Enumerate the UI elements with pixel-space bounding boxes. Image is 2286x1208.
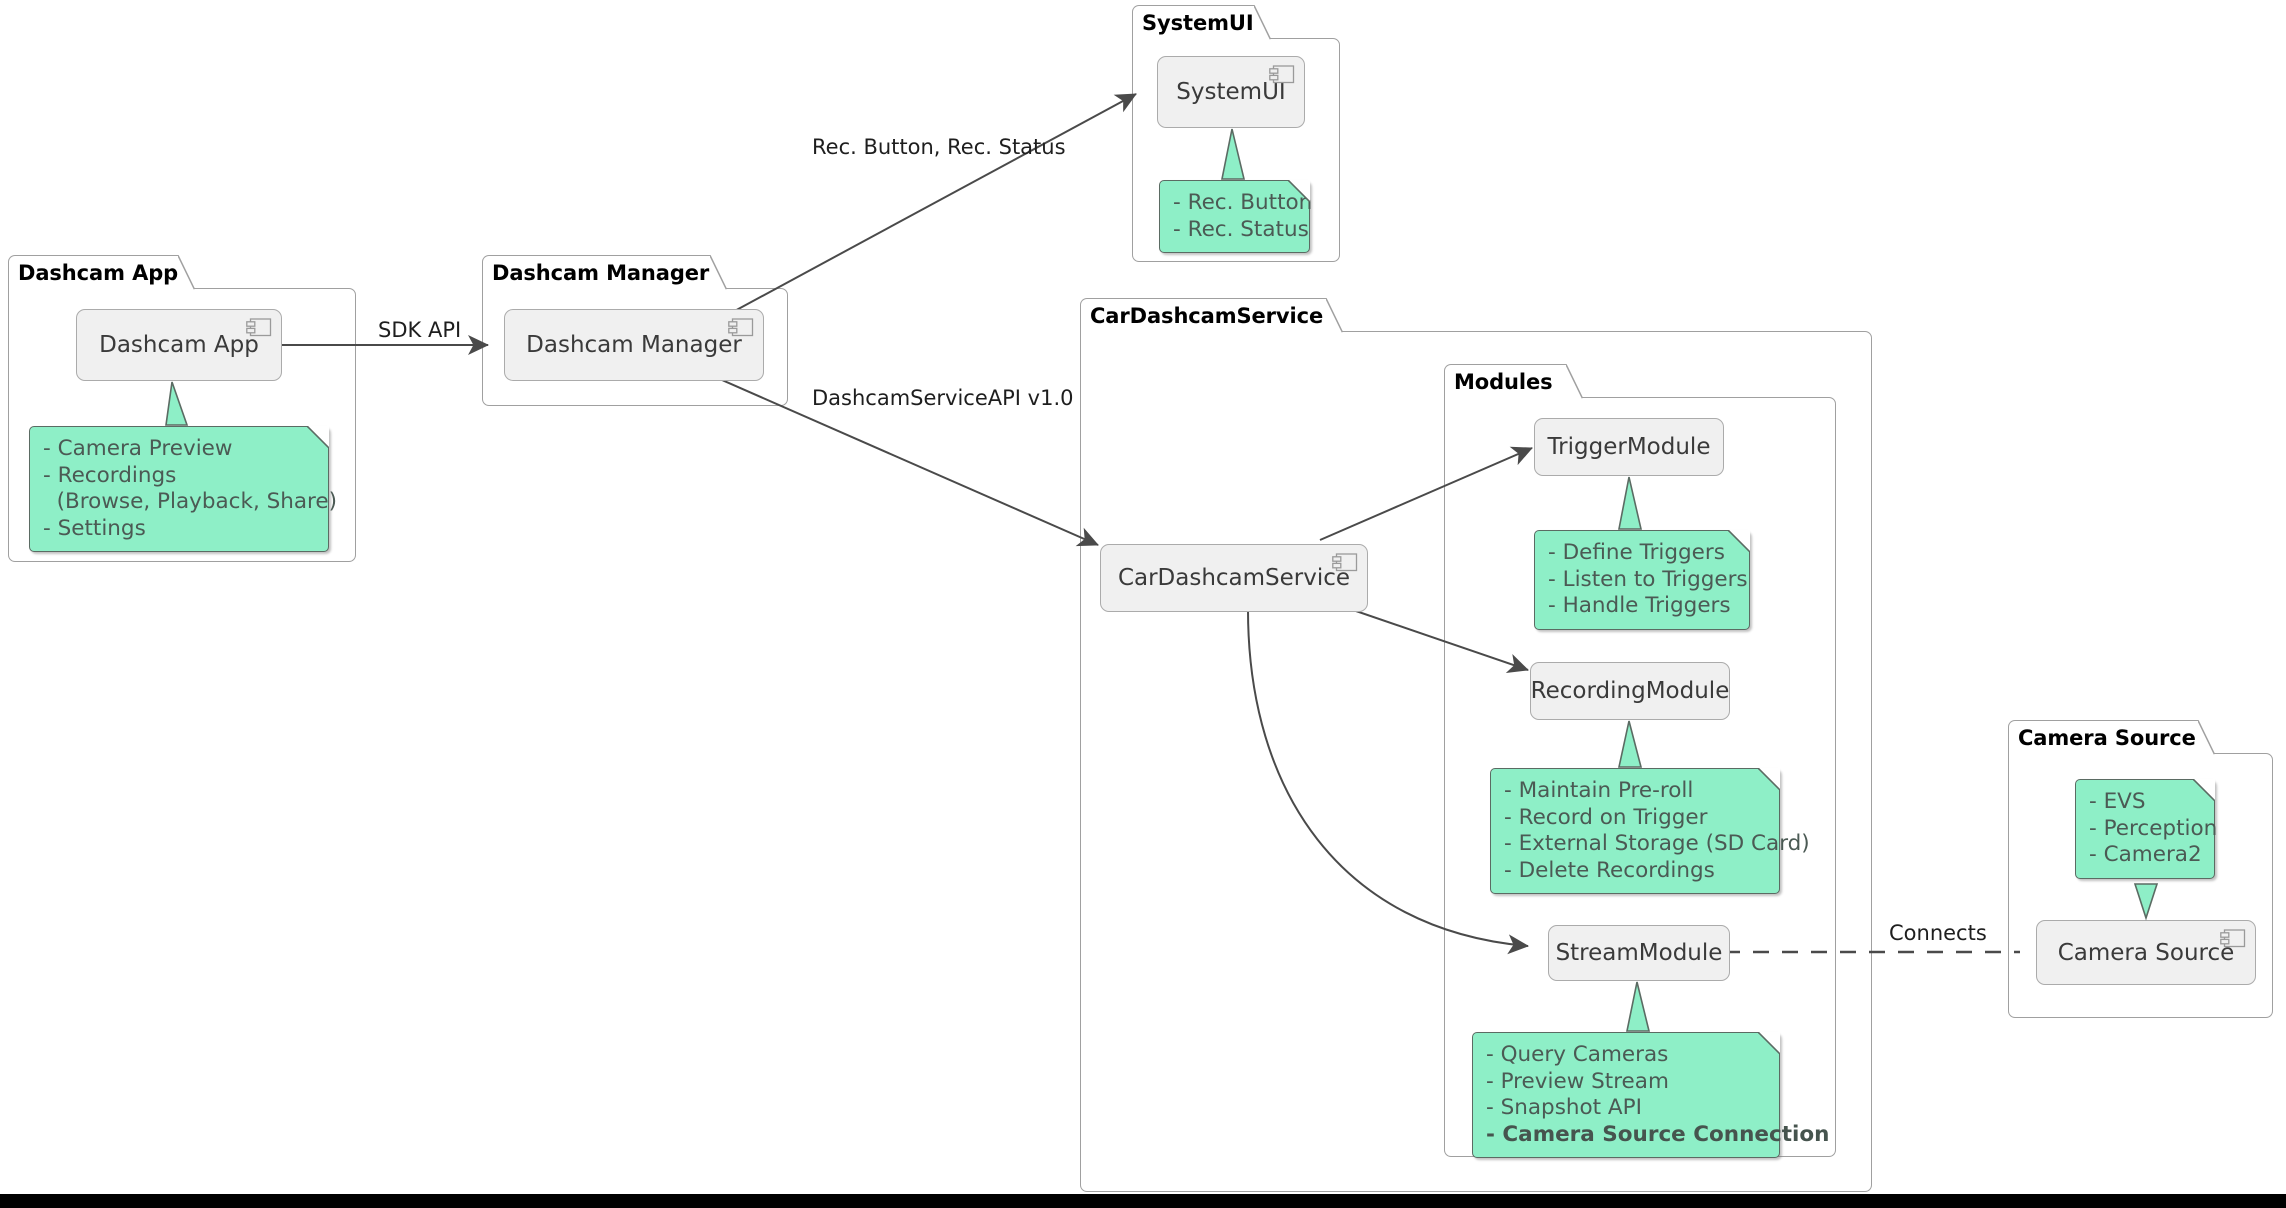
note-line: (Browse, Playback, Share) xyxy=(43,489,338,514)
note-fold-corner-icon xyxy=(2193,779,2215,801)
package-tab-corner-icon xyxy=(1566,363,1583,399)
package-tab-corner-icon xyxy=(1253,4,1271,40)
package-title-camera-source: Camera Source xyxy=(2018,725,2196,750)
edge-label-connects: Connects xyxy=(1889,921,1987,945)
component-cardashcamservice[interactable]: CarDashcamService xyxy=(1100,544,1368,612)
edge-label-sdk-api: SDK API xyxy=(378,318,462,342)
note-recordingmodule: - Maintain Pre-roll - Record on Trigger … xyxy=(1490,768,1810,894)
component-camera-source[interactable]: Camera Source xyxy=(2036,920,2256,985)
note-dashcam-app: - Camera Preview - Recordings (Browse, P… xyxy=(29,426,338,552)
note-line: - Camera2 xyxy=(2089,842,2202,867)
package-tab-corner-icon xyxy=(178,254,196,290)
note-fold-corner-icon xyxy=(307,426,329,448)
component-icon xyxy=(728,318,754,337)
component-icon xyxy=(246,318,272,337)
note-line: - Define Triggers xyxy=(1548,540,1725,565)
edge-label-dashcamserviceapi: DashcamServiceAPI v1.0 xyxy=(812,386,1074,410)
component-triggermodule[interactable]: TriggerModule xyxy=(1534,418,1724,476)
package-title-dashcam-app: Dashcam App xyxy=(18,260,179,285)
note-systemui: - Rec. Button - Rec. Status xyxy=(1159,180,1313,253)
note-line: - Settings xyxy=(43,515,146,541)
edge-rec-button-rec-status xyxy=(717,93,1137,321)
component-label-streammodule: StreamModule xyxy=(1555,940,1723,966)
note-fold-corner-icon xyxy=(1728,530,1750,552)
package-tab-corner-icon xyxy=(1326,297,1343,333)
component-dashcam-manager[interactable]: Dashcam Manager xyxy=(504,309,764,381)
note-line: - Perception xyxy=(2089,815,2218,841)
note-line: - External Storage (SD Card) xyxy=(1504,831,1810,856)
component-label-dashcam-manager: Dashcam Manager xyxy=(526,332,742,358)
package-tab-dashcam-manager: Dashcam Manager xyxy=(482,254,727,290)
note-line: - Rec. Button xyxy=(1173,190,1313,215)
component-icon xyxy=(1332,553,1358,572)
component-systemui[interactable]: SystemUI xyxy=(1157,56,1305,128)
package-tab-dashcam-app: Dashcam App xyxy=(8,254,196,290)
note-line: - EVS xyxy=(2089,789,2146,814)
note-streammodule: - Query Cameras - Preview Stream - Snaps… xyxy=(1472,1032,1830,1158)
note-line: - Rec. Status xyxy=(1173,216,1309,242)
package-tab-corner-icon xyxy=(2198,719,2215,755)
note-line: - Recordings xyxy=(43,462,177,488)
component-label-camera-source: Camera Source xyxy=(2057,939,2235,966)
note-camera-source: - EVS - Perception - Camera2 xyxy=(2075,779,2218,879)
package-tab-modules: Modules xyxy=(1444,363,1583,399)
component-streammodule[interactable]: StreamModule xyxy=(1548,925,1730,981)
note-fold-corner-icon xyxy=(1758,1032,1780,1054)
component-label-recordingmodule: RecordingModule xyxy=(1530,678,1730,704)
component-label-triggermodule: TriggerModule xyxy=(1547,434,1711,460)
bottom-bar xyxy=(0,1194,2286,1208)
note-triggermodule: - Define Triggers - Listen to Triggers -… xyxy=(1534,530,1750,630)
note-line: - Preview Stream xyxy=(1486,1068,1669,1094)
component-recordingmodule[interactable]: RecordingModule xyxy=(1530,662,1730,720)
edge-label-rec-button-rec-status: Rec. Button, Rec. Status xyxy=(812,135,1066,159)
component-dashcam-app[interactable]: Dashcam App xyxy=(76,309,282,381)
package-title-modules: Modules xyxy=(1454,369,1553,394)
package-tab-cardashcamservice: CarDashcamService xyxy=(1080,297,1343,333)
note-line: - Delete Recordings xyxy=(1504,857,1715,883)
package-tab-camera-source: Camera Source xyxy=(2008,719,2215,755)
package-tab-systemui: SystemUI xyxy=(1132,4,1271,40)
note-line: - Record on Trigger xyxy=(1504,804,1708,830)
component-label-dashcam-app: Dashcam App xyxy=(99,332,259,358)
package-title-systemui: SystemUI xyxy=(1142,10,1254,35)
note-line: - Snapshot API xyxy=(1486,1095,1642,1120)
note-line: - Camera Preview xyxy=(43,436,233,461)
note-line-highlight: - Camera Source Connection xyxy=(1486,1121,1830,1147)
package-title-dashcam-manager: Dashcam Manager xyxy=(492,260,710,285)
note-fold-corner-icon xyxy=(1288,180,1310,202)
note-line: - Listen to Triggers xyxy=(1548,566,1748,592)
note-line: - Query Cameras xyxy=(1486,1042,1669,1067)
package-title-cardashcamservice: CarDashcamService xyxy=(1090,303,1324,328)
component-label-systemui: SystemUI xyxy=(1176,79,1286,105)
note-fold-corner-icon xyxy=(1758,768,1780,790)
note-line: - Maintain Pre-roll xyxy=(1504,778,1694,803)
component-icon xyxy=(2220,929,2246,948)
package-tab-corner-icon xyxy=(710,254,727,290)
note-line: - Handle Triggers xyxy=(1548,593,1731,618)
component-icon xyxy=(1269,65,1295,84)
component-label-cardashcamservice: CarDashcamService xyxy=(1117,565,1351,591)
